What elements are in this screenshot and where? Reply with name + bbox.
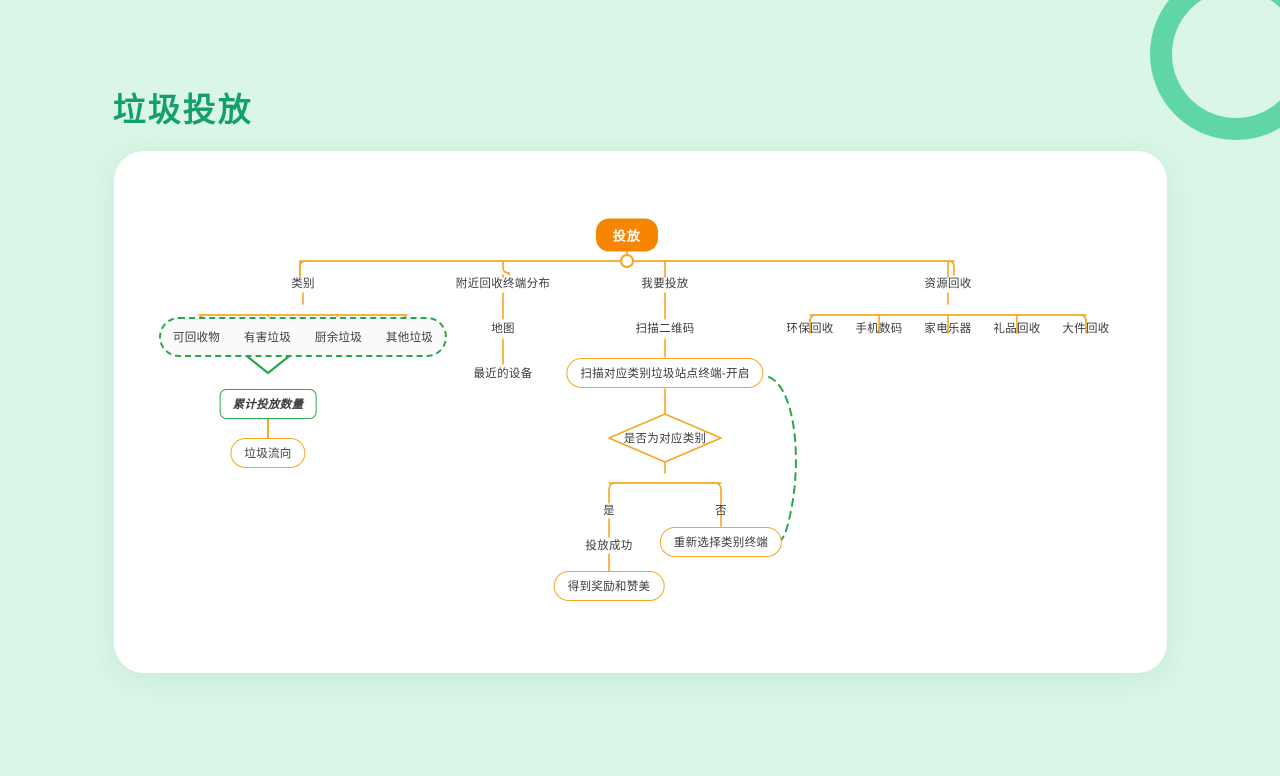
node-i-want-to-deliver[interactable]: 我要投放 [641,278,689,290]
node-resource-recycling[interactable]: 资源回收 [924,278,972,290]
edge-label-yes: 是 [603,505,615,517]
flowchart-canvas: 投放 类别 可回收物 有害垃圾 厨余垃圾 其他垃圾 累计投放数量 垃圾流向 附近… [114,151,1167,673]
node-map[interactable]: 地图 [491,323,515,335]
node-recyclable[interactable]: 可回收物 [172,332,221,344]
node-decision-label: 是否为对应类别 [623,433,707,445]
node-delivery-success[interactable]: 投放成功 [585,540,633,552]
node-root[interactable]: 投放 [595,218,659,252]
node-scan-qr[interactable]: 扫描二维码 [635,323,695,335]
root-connector-dot [620,254,634,268]
node-nearest-device[interactable]: 最近的设备 [473,368,533,380]
node-eco-recycling[interactable]: 环保回收 [786,323,834,335]
diagram-card: 投放 类别 可回收物 有害垃圾 厨余垃圾 其他垃圾 累计投放数量 垃圾流向 附近… [114,151,1167,673]
node-gift-recycling[interactable]: 礼品回收 [993,323,1041,335]
node-kitchen-waste[interactable]: 厨余垃圾 [314,332,363,344]
node-reselect-terminal[interactable]: 重新选择类别终端 [659,527,783,557]
page-title: 垃圾投放 [113,91,253,128]
node-bulky-recycling[interactable]: 大件回收 [1062,323,1110,335]
decision-diamond [608,413,722,463]
node-total-count[interactable]: 累计投放数量 [219,389,317,419]
node-mobile-digital[interactable]: 手机数码 [855,323,903,335]
category-group-dashed: 可回收物 有害垃圾 厨余垃圾 其他垃圾 [159,317,447,357]
node-waste-flow[interactable]: 垃圾流向 [230,438,306,468]
edge-label-no: 否 [715,505,727,517]
node-reward-praise[interactable]: 得到奖励和赞美 [553,571,665,601]
node-category[interactable]: 类别 [291,278,315,290]
node-scan-terminal-open[interactable]: 扫描对应类别垃圾站点终端-开启 [566,358,764,388]
node-appliance-instrument[interactable]: 家电乐器 [924,323,972,335]
node-hazardous[interactable]: 有害垃圾 [243,332,292,344]
node-other-waste[interactable]: 其他垃圾 [385,332,434,344]
node-nearby-terminals[interactable]: 附近回收终端分布 [455,278,551,290]
green-ring-decoration [1150,0,1280,140]
